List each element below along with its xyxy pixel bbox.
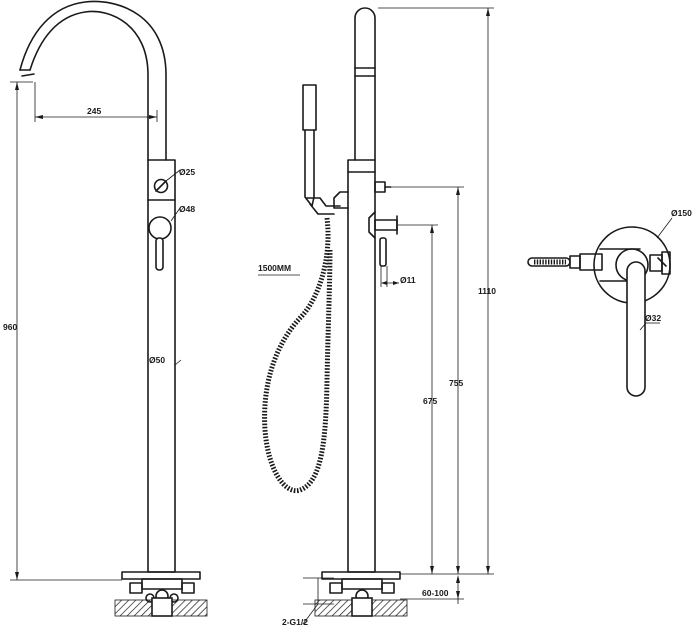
side-dimension-lines: [258, 7, 494, 625]
height-1110-label: 1110: [478, 286, 496, 296]
diameter-11-label: Ø11: [400, 275, 416, 285]
spout-reach-label: 245: [87, 106, 101, 116]
diameter-32-label: Ø32: [645, 313, 661, 323]
diameter-25-label: Ø25: [179, 167, 195, 177]
side-view: 1500MM Ø11 1110 755 675 60-100 2-G1/2: [258, 7, 496, 627]
front-faucet-body: [19, 0, 208, 617]
shower-hose: [262, 217, 333, 494]
height-675-label: 675: [423, 396, 437, 406]
front-dimension-lines: [10, 81, 182, 581]
height-960-label: 960: [3, 322, 17, 332]
inlet-thread-label: 2-G1/2: [282, 617, 308, 627]
base-clearance-label: 60-100: [422, 588, 449, 598]
top-view: Ø150 Ø32: [527, 208, 692, 397]
side-faucet-body: [302, 7, 408, 617]
diameter-48-label: Ø48: [179, 204, 195, 214]
hose-length-label: 1500MM: [258, 263, 291, 273]
top-faucet-body: [527, 226, 671, 397]
diameter-50-label: Ø50: [149, 355, 165, 365]
diameter-150-label: Ø150: [671, 208, 692, 218]
height-755-label: 755: [449, 378, 463, 388]
front-view: 245 Ø25 Ø48 Ø50 960: [3, 0, 208, 617]
top-dimension-lines: [639, 217, 673, 331]
